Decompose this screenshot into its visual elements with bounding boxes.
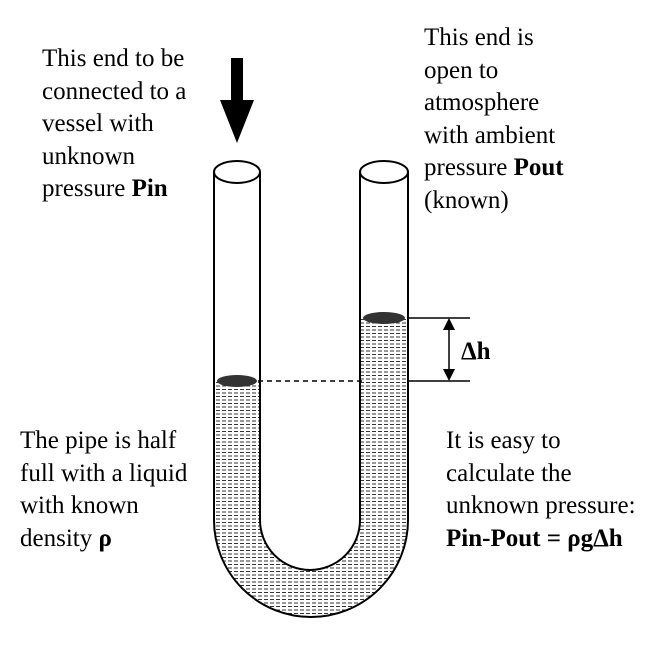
inlet-label-line-1: This end to be [42, 45, 185, 72]
formula-label-line-3: unknown pressure: [446, 492, 636, 519]
density-prefix: density [20, 524, 99, 552]
left-liquid-surface [217, 375, 257, 387]
outlet-label: This end is open to atmosphere with ambi… [424, 22, 564, 217]
outlet-label-line-2: open to [424, 56, 499, 84]
pipe-outer-wall [213, 172, 409, 618]
inlet-label-line-5: pressure Pin [42, 173, 186, 206]
outlet-pressure-prefix: pressure [424, 154, 514, 181]
inlet-arrow-shaft [231, 58, 243, 103]
left-pipe-opening [213, 160, 261, 184]
liquid-label-line-3: with known [20, 492, 139, 519]
inlet-label: This end to be connected to a vessel wit… [42, 43, 186, 206]
liquid-label-line-4: density ρ [20, 523, 187, 556]
right-pipe-opening [359, 160, 409, 184]
inlet-label-line-3: vessel with [42, 110, 154, 137]
inlet-label-line-2: connected to a [42, 77, 187, 105]
liquid-label-line-1: The pipe is half [20, 427, 177, 454]
inlet-pressure-prefix: pressure [42, 175, 132, 202]
delta-h-label: Δh [461, 338, 491, 365]
formula-label-line-1: It is easy to [446, 427, 561, 454]
outlet-label-line-1: This end is [424, 24, 534, 51]
right-liquid-surface [363, 312, 405, 324]
liquid-label-line-2: full with a liquid [20, 459, 188, 487]
inlet-arrow-head [220, 100, 254, 143]
liquid-label: The pipe is half full with a liquid with… [20, 425, 187, 555]
outlet-label-line-5: pressure Pout [424, 152, 564, 185]
outlet-label-line-3: atmosphere [424, 89, 540, 116]
liquid-fill [214, 318, 408, 617]
pipe-inner-wall [259, 172, 361, 571]
pout-label: Pout [513, 154, 564, 181]
pin-label: Pin [131, 175, 168, 202]
formula-label-line-2: calculate the [446, 459, 572, 487]
outlet-label-line-4: with ambient [424, 121, 556, 149]
rho-label: ρ [98, 524, 112, 552]
inlet-label-line-4: unknown [42, 142, 136, 170]
formula-label: It is easy to calculate the unknown pres… [446, 425, 636, 555]
outlet-label-line-6: (known) [424, 186, 509, 214]
formula-equation: Pin-Pout = ρgΔh [446, 524, 623, 552]
